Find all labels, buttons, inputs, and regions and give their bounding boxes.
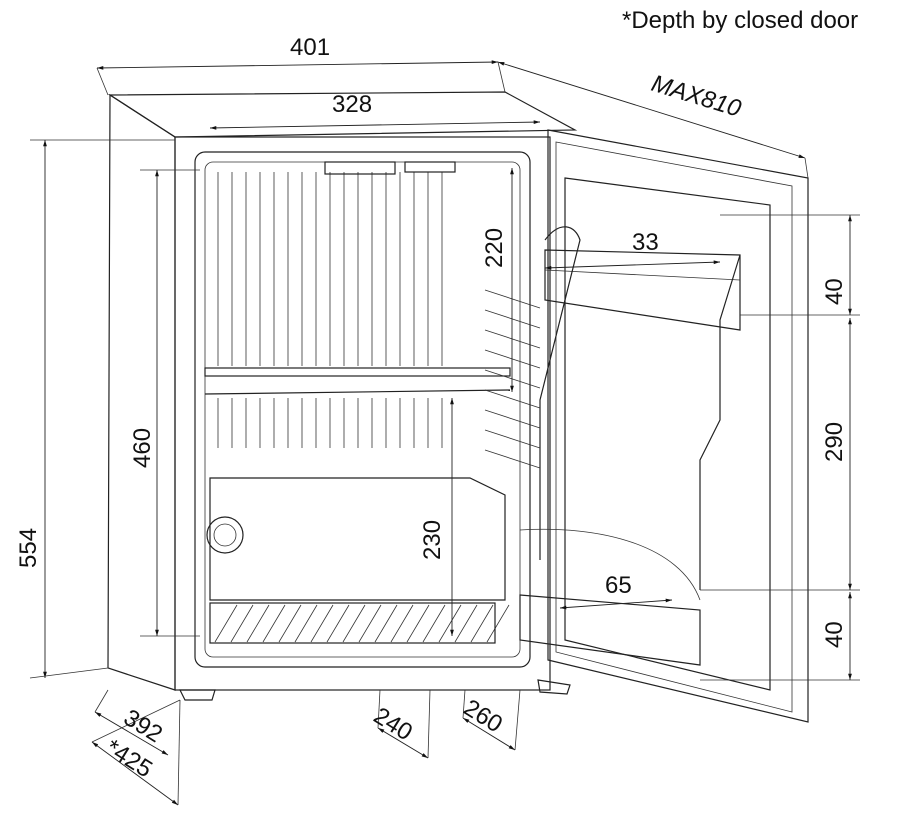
dim-240: 240 xyxy=(369,702,417,746)
dim-line-max810 xyxy=(497,61,806,159)
dim-line-33 xyxy=(544,260,721,270)
extension-line xyxy=(462,689,466,719)
door-bin-rib xyxy=(484,289,541,309)
extension-line xyxy=(91,699,181,743)
extension-line xyxy=(514,689,521,751)
dim-line-240 xyxy=(377,727,429,759)
extension-line xyxy=(96,67,109,96)
grate-bar xyxy=(278,604,302,643)
dim-554: 554 xyxy=(15,528,42,568)
dim-328: 328 xyxy=(332,91,372,118)
dim-260: 260 xyxy=(459,694,507,738)
dim-401: 401 xyxy=(290,34,330,61)
dim-460: 460 xyxy=(129,428,156,468)
extension-line xyxy=(497,61,506,93)
grate-bar xyxy=(390,604,414,643)
door-panel xyxy=(547,129,809,723)
cabinet-front-frame xyxy=(174,136,551,691)
door-bins xyxy=(484,289,541,469)
back-fins xyxy=(217,172,443,448)
wire-shelf xyxy=(204,367,511,377)
grate-bar xyxy=(326,604,350,643)
dim-230: 230 xyxy=(419,520,446,560)
light-housing xyxy=(324,161,396,175)
dim-line-401 xyxy=(96,60,499,70)
grate-bar xyxy=(422,604,446,643)
wire-shelf-front xyxy=(204,389,511,395)
grate-bar xyxy=(230,604,254,643)
dim-65: 65 xyxy=(605,572,632,599)
door-side-rail xyxy=(539,226,581,560)
bottom-grate xyxy=(209,602,510,644)
door-shelf-bottom xyxy=(519,594,701,666)
dim-line-65 xyxy=(559,598,673,610)
dim-220: 220 xyxy=(481,228,508,268)
grate-bar xyxy=(214,604,238,643)
foot-right xyxy=(537,679,571,695)
thermostat-knob xyxy=(206,516,244,554)
door-bin-rib xyxy=(484,349,541,369)
door-bin-rib xyxy=(484,389,541,409)
grate-bar xyxy=(262,604,286,643)
dim-290: 290 xyxy=(821,422,848,462)
extension-line xyxy=(804,157,809,179)
grate-bar xyxy=(294,604,318,643)
grate-bar xyxy=(246,604,270,643)
grate-bar xyxy=(406,604,430,643)
inner-liner-outer xyxy=(194,151,531,668)
grate-bar xyxy=(454,604,478,643)
door-shelf-top xyxy=(544,249,741,331)
extension-line xyxy=(427,689,431,759)
extension-line xyxy=(94,689,109,713)
grate-bar xyxy=(358,604,382,643)
door-bin-rib xyxy=(484,409,541,429)
grate-bar xyxy=(486,604,510,643)
dim-max810: MAX810 xyxy=(648,70,745,123)
dimension-lines xyxy=(29,60,860,806)
door-bin-rib xyxy=(484,309,541,329)
door-bin-rib xyxy=(484,369,541,389)
dim-line-328 xyxy=(209,120,541,130)
lower-drawer-area xyxy=(209,477,506,601)
depth-note: *Depth by closed door xyxy=(622,7,858,34)
grate-bar xyxy=(310,604,334,643)
dim-40-bottom: 40 xyxy=(821,621,848,648)
door-bin-rib xyxy=(484,449,541,469)
grate-bar xyxy=(470,604,494,643)
grate-bar xyxy=(374,604,398,643)
door-bin-rib xyxy=(484,329,541,349)
door xyxy=(484,129,809,723)
extension-line xyxy=(177,699,181,806)
foot-left xyxy=(179,689,216,701)
cabinet-left-side xyxy=(107,93,176,691)
cabinet xyxy=(107,91,578,701)
grate-bar xyxy=(342,604,366,643)
dim-line-260 xyxy=(462,717,516,751)
inner-liner xyxy=(204,161,521,658)
door-liner xyxy=(564,177,771,691)
dim-40-top: 40 xyxy=(821,278,848,305)
dim-33: 33 xyxy=(632,229,659,256)
grate-bar xyxy=(438,604,462,643)
dim-line-425 xyxy=(91,741,179,806)
extension-line xyxy=(377,689,381,729)
door-bin-rib xyxy=(484,429,541,449)
extension-line xyxy=(29,667,109,679)
